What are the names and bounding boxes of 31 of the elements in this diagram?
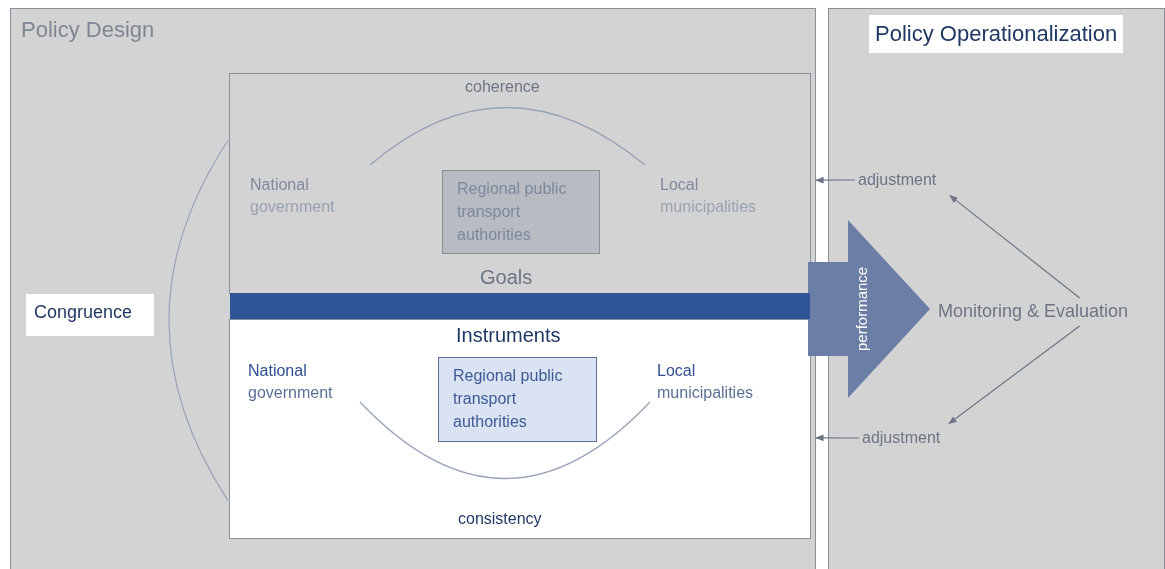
divider-bar: [230, 293, 810, 319]
arrow: [948, 325, 1081, 425]
text-label: National government: [248, 361, 334, 403]
box-text: Regional public transport authorities: [457, 179, 568, 245]
block-arrow: [808, 220, 930, 398]
text-label: Local municipalities: [657, 361, 755, 403]
panel-title: Policy Design: [21, 17, 155, 43]
authority-box: [442, 170, 600, 254]
node-label: adjustment: [856, 169, 956, 193]
box-heading: Goals: [480, 266, 533, 289]
panel-title: Policy Operationalization: [869, 15, 1124, 53]
node-label: adjustment: [860, 427, 960, 451]
text-label: consistency: [458, 509, 542, 529]
authority-box: [438, 357, 597, 442]
arc-connector: [168, 139, 229, 502]
design-panel: [10, 8, 816, 569]
arrow-label: performance: [852, 265, 871, 354]
text-label: Local municipalities: [660, 175, 758, 217]
text-label: coherence: [465, 77, 540, 97]
node-label: Monitoring & Evaluation: [936, 299, 1162, 327]
arrow: [815, 434, 860, 442]
arrow: [815, 176, 856, 184]
operationalization-panel: [828, 8, 1165, 569]
box-heading: Instruments: [456, 324, 561, 347]
arrow: [949, 195, 1081, 299]
box-text: Congruence: [34, 302, 133, 323]
goals-box: [229, 73, 811, 294]
congruence-box: [26, 294, 154, 336]
text-label: National government: [250, 175, 336, 217]
box-text: Regional public transport authorities: [453, 366, 564, 432]
instruments-box: [229, 319, 811, 539]
